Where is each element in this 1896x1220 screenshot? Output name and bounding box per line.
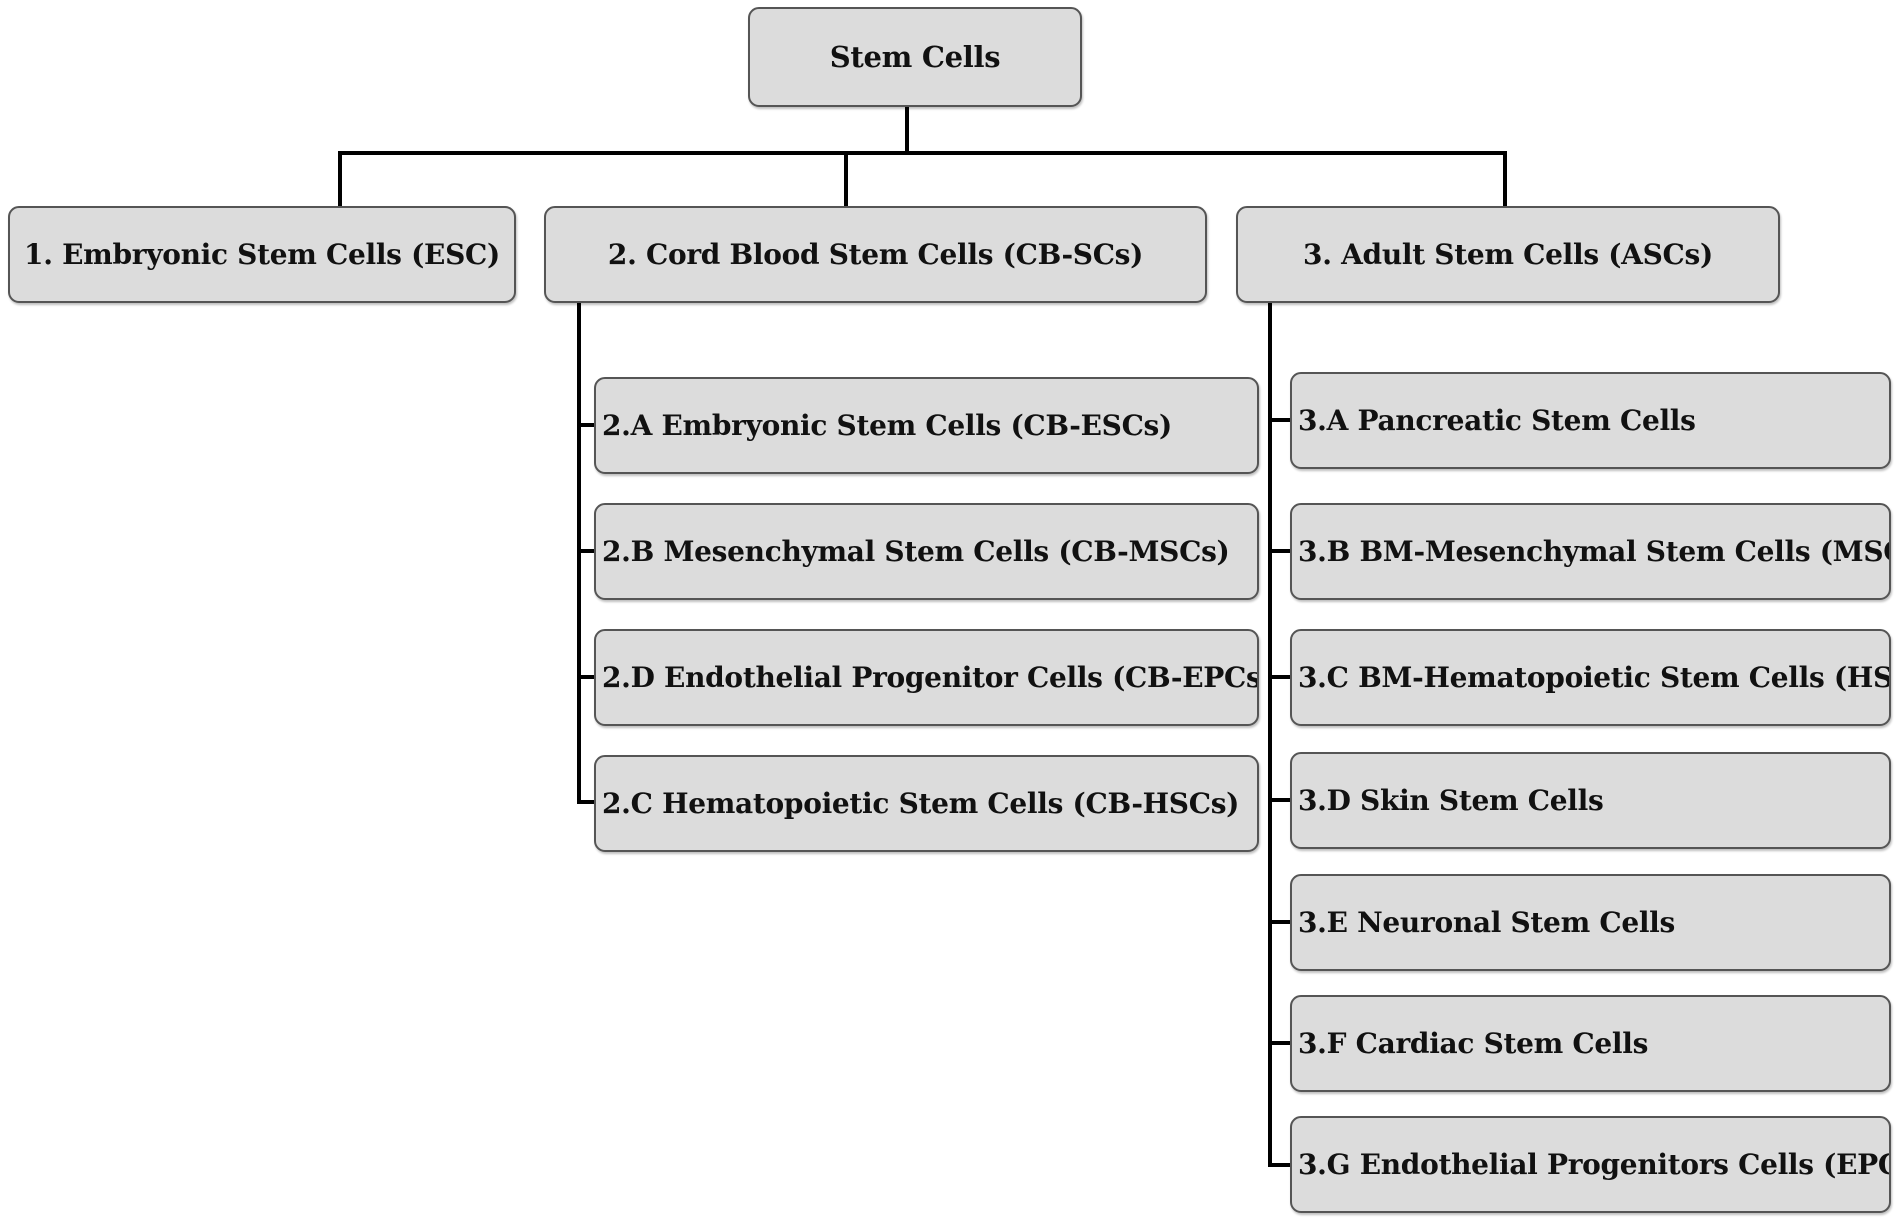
node-cb-escs: 2.A Embryonic Stem Cells (CB-ESCs) (594, 377, 1259, 474)
node-cb-mscs: 2.B Mesenchymal Stem Cells (CB-MSCs) (594, 503, 1259, 600)
node-label: 2.C Hematopoietic Stem Cells (CB-HSCs) (602, 787, 1240, 820)
node-skin-stem-cells: 3.D Skin Stem Cells (1290, 752, 1891, 849)
node-label: Stem Cells (829, 40, 1001, 74)
node-label: 3.B BM-Mesenchymal Stem Cells (MSCs) (1298, 535, 1891, 568)
node-label: 3.C BM-Hematopoietic Stem Cells (HSC) (1298, 661, 1891, 694)
node-bm-hematopoietic-stem-cells: 3.C BM-Hematopoietic Stem Cells (HSC) (1290, 629, 1891, 726)
node-label: 2.A Embryonic Stem Cells (CB-ESCs) (602, 409, 1172, 442)
node-cb-epcs: 2.D Endothelial Progenitor Cells (CB-EPC… (594, 629, 1259, 726)
node-label: 2.D Endothelial Progenitor Cells (CB-EPC… (602, 661, 1259, 694)
node-label: 3.E Neuronal Stem Cells (1298, 906, 1675, 939)
node-label: 3.G Endothelial Progenitors Cells (EPC) (1298, 1148, 1891, 1181)
node-label: 3.F Cardiac Stem Cells (1298, 1027, 1649, 1060)
node-adult-stem-cells: 3. Adult Stem Cells (ASCs) (1236, 206, 1780, 303)
node-label: 3. Adult Stem Cells (ASCs) (1303, 238, 1713, 271)
node-cord-blood-stem-cells: 2. Cord Blood Stem Cells (CB-SCs) (544, 206, 1207, 303)
node-cardiac-stem-cells: 3.F Cardiac Stem Cells (1290, 995, 1891, 1092)
node-stem-cells: Stem Cells (748, 7, 1082, 107)
node-pancreatic-stem-cells: 3.A Pancreatic Stem Cells (1290, 372, 1891, 469)
node-label: 2.B Mesenchymal Stem Cells (CB-MSCs) (602, 535, 1230, 568)
node-bm-mesenchymal-stem-cells: 3.B BM-Mesenchymal Stem Cells (MSCs) (1290, 503, 1891, 600)
node-label: 3.A Pancreatic Stem Cells (1298, 404, 1696, 437)
node-label: 3.D Skin Stem Cells (1298, 784, 1604, 817)
node-endothelial-progenitors-cells: 3.G Endothelial Progenitors Cells (EPC) (1290, 1116, 1891, 1213)
node-embryonic-stem-cells: 1. Embryonic Stem Cells (ESC) (8, 206, 516, 303)
node-neuronal-stem-cells: 3.E Neuronal Stem Cells (1290, 874, 1891, 971)
node-label: 2. Cord Blood Stem Cells (CB-SCs) (607, 238, 1144, 271)
node-cb-hscs: 2.C Hematopoietic Stem Cells (CB-HSCs) (594, 755, 1259, 852)
node-label: 1. Embryonic Stem Cells (ESC) (24, 238, 500, 271)
